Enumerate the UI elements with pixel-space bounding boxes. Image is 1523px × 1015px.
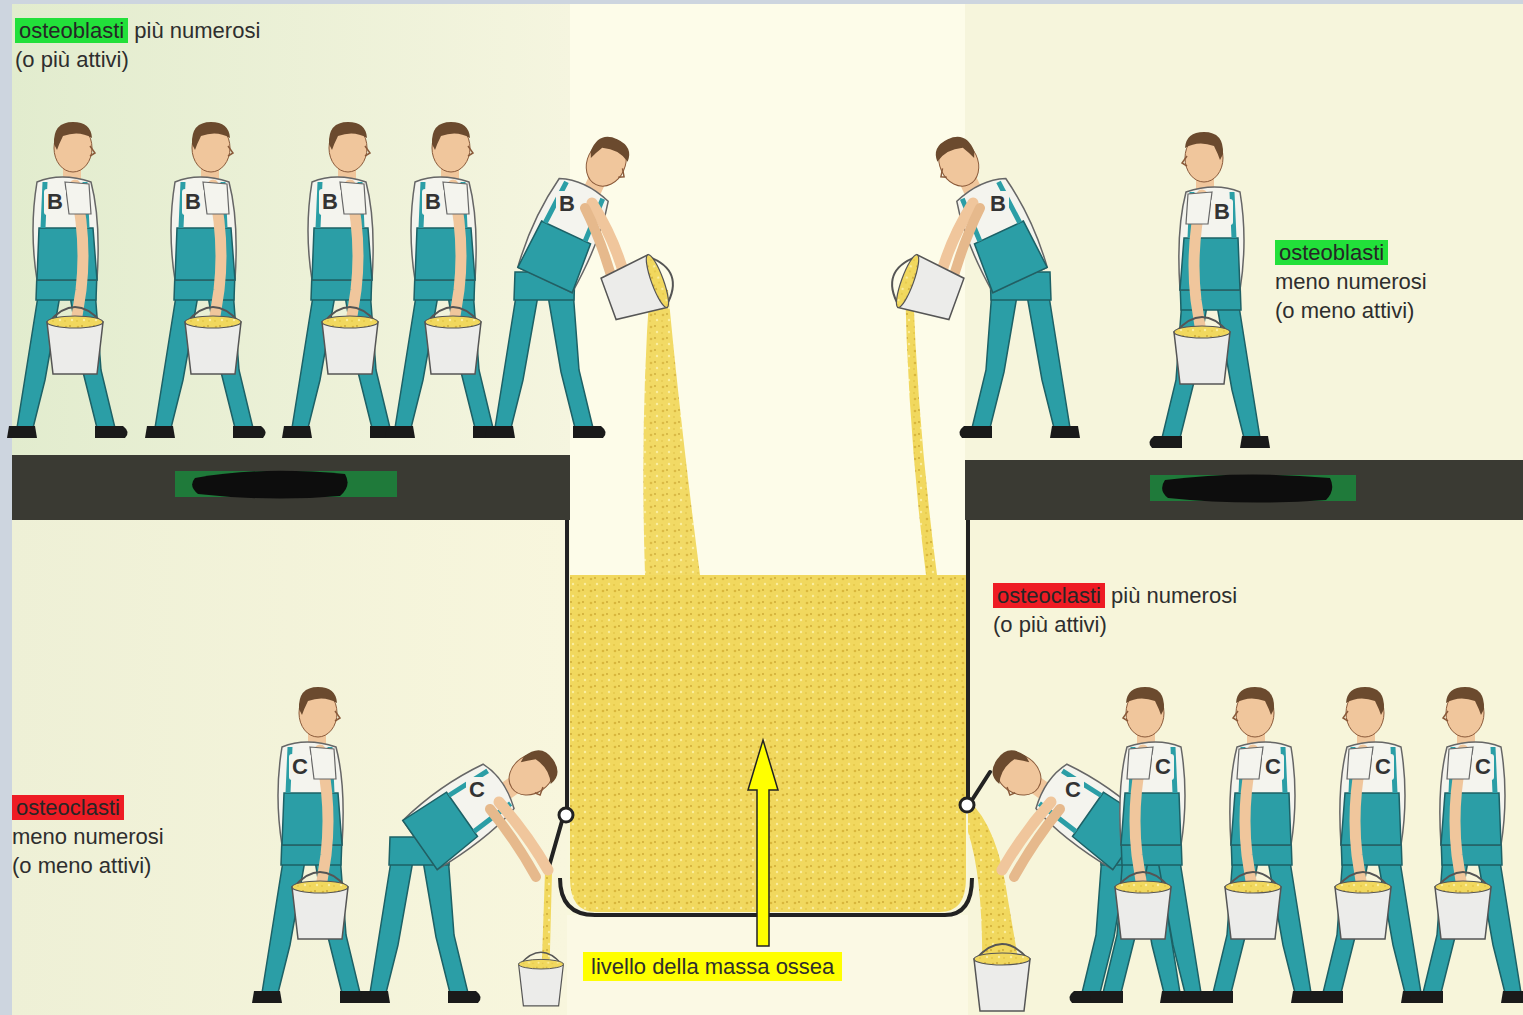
shirt-letter: B xyxy=(319,189,341,215)
walking-worker xyxy=(7,122,128,438)
highlighted-word: osteoclasti xyxy=(12,795,124,820)
valve-pivot xyxy=(960,798,974,812)
walking-worker xyxy=(1149,132,1270,448)
highlighted-word: osteoclasti xyxy=(993,583,1105,608)
caption-label: osteoblasti meno numerosi (o meno attivi… xyxy=(1275,238,1427,325)
walking-worker xyxy=(1410,687,1523,1003)
bucket xyxy=(974,944,1030,1011)
shelf xyxy=(965,460,1523,520)
valve-pivot xyxy=(559,808,573,822)
shirt-letter: B xyxy=(1211,199,1233,225)
panel-ground xyxy=(12,520,567,1015)
shirt-letter: B xyxy=(556,191,578,217)
axis-caption: livello della massa ossea xyxy=(583,952,842,981)
shirt-letter: C xyxy=(1262,754,1284,780)
shirt-letter: C xyxy=(1062,777,1084,803)
highlighted-word: osteoblasti xyxy=(1275,240,1388,265)
caption-label: osteoblasti più numerosi (o più attivi) xyxy=(15,16,260,74)
bucket xyxy=(519,952,564,1006)
shirt-letter: C xyxy=(466,777,488,803)
walking-worker xyxy=(1090,687,1211,1003)
walking-worker xyxy=(145,122,266,438)
shirt-letter: B xyxy=(987,191,1009,217)
highlighted-word: osteoblasti xyxy=(15,18,128,43)
covered-tag xyxy=(192,471,347,499)
caption-label: osteoclasti più numerosi (o più attivi) xyxy=(993,581,1237,639)
pouring-worker xyxy=(884,122,1080,438)
walking-worker xyxy=(385,122,506,438)
covered-tag xyxy=(1162,474,1332,502)
pour-stream xyxy=(643,285,700,575)
shirt-letter: C xyxy=(1372,754,1394,780)
shirt-letter: B xyxy=(44,189,66,215)
shirt-letter: B xyxy=(182,189,204,215)
caption-label: osteoclasti meno numerosi (o meno attivi… xyxy=(12,793,164,880)
shirt-letter: C xyxy=(1472,754,1494,780)
walking-worker xyxy=(1200,687,1321,1003)
bending-worker xyxy=(360,727,567,1003)
page-ground xyxy=(12,4,1523,1015)
shelf xyxy=(12,455,570,520)
level-arrow xyxy=(748,740,778,946)
shirt-letter: B xyxy=(422,189,444,215)
walking-worker xyxy=(252,687,373,1003)
shirt-letter: C xyxy=(1152,754,1174,780)
shirt-letter: C xyxy=(289,754,311,780)
pour-stream xyxy=(905,285,937,575)
walking-worker xyxy=(282,122,403,438)
walking-worker xyxy=(1310,687,1431,1003)
pouring-worker xyxy=(485,122,681,438)
